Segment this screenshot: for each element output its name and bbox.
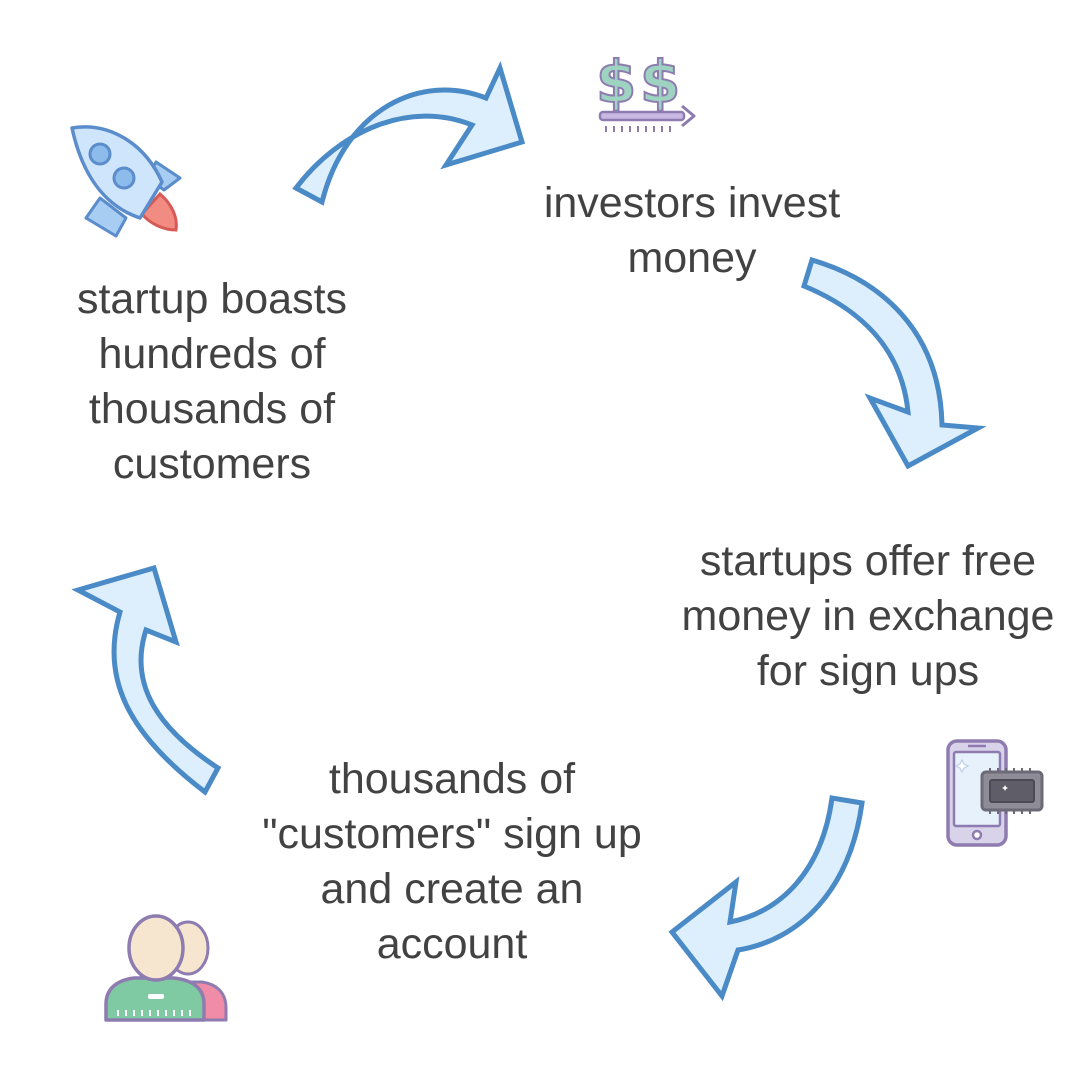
step-line: account [376,920,528,968]
step-line: investors invest [543,179,841,227]
arrow-startup-to-investors [292,60,526,206]
step-line: money [627,234,757,282]
step-line: hundreds of [98,330,326,378]
arrow-offer-to-customers [668,795,865,1002]
dollar-transfer-icon: $ $ [595,47,696,132]
step-line: thousands of [328,755,576,803]
step-line: startups offer free [699,537,1037,585]
arrow-customers-to-startup [71,564,222,796]
users-icon [104,914,228,1022]
arrow-investors-to-offer [800,256,987,470]
step-line: startup boasts [76,275,348,323]
step-investors-invest: investors invest money [502,176,882,286]
step-line: "customers" sign up [262,810,642,858]
step-line: and create an [320,865,584,913]
step-startups-offer: startups offer free money in exchange fo… [656,534,1080,699]
svg-text:$: $ [596,48,636,116]
step-startup-boasts: startup boasts hundreds of thousands of … [32,272,392,492]
svg-text:$: $ [640,48,680,116]
rocket-icon [70,125,182,238]
phone-card-icon [946,739,1044,847]
step-line: customers [112,440,312,488]
step-line: for sign ups [756,647,980,695]
step-line: money in exchange [681,592,1055,640]
step-line: thousands of [88,385,336,433]
step-customers-sign-up: thousands of "customers" sign up and cre… [232,752,672,972]
